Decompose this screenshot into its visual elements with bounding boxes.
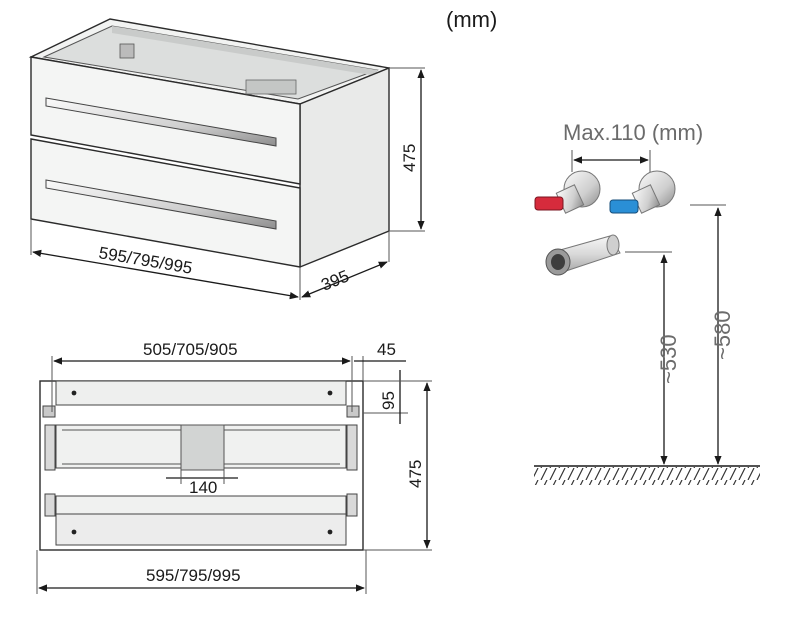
cold-valve-handle xyxy=(609,199,639,214)
side-offset-label: 45 xyxy=(377,340,396,359)
hot-valve-handle xyxy=(534,196,564,211)
cabinet-section-view: 505/705/905 45 95 140 475 595/795/995 xyxy=(36,340,432,594)
cabinet-width-label: 595/795/995 xyxy=(97,243,193,278)
section-top-rail xyxy=(55,380,347,406)
section-width-label: 595/795/995 xyxy=(146,566,241,585)
inner-bracket-left xyxy=(119,43,135,59)
left-top-bracket xyxy=(42,405,56,418)
right-upper-runner xyxy=(346,424,358,471)
cabinet-side-panel xyxy=(299,66,390,269)
right-top-bracket xyxy=(346,405,360,418)
drain-height-label: ~530 xyxy=(656,334,681,384)
cold-water-valve xyxy=(609,170,676,214)
section-bottom-rail xyxy=(55,513,347,546)
inner-bracket-right xyxy=(245,79,297,95)
hot-water-valve xyxy=(534,170,601,214)
cabinet-inner-back xyxy=(112,26,377,76)
floor-hatch xyxy=(534,467,760,485)
left-lower-runner xyxy=(44,493,56,517)
drain-pipe xyxy=(545,234,621,276)
left-upper-runner xyxy=(44,424,56,471)
valve-spacing-label: Max.110 (mm) xyxy=(563,120,703,145)
right-lower-runner xyxy=(346,493,358,517)
supply-height-label: ~580 xyxy=(710,310,735,360)
upper-drawer-handle xyxy=(45,97,277,147)
width-dimension-line xyxy=(32,249,299,300)
unit-label: (mm) xyxy=(446,7,497,32)
section-height-label: 475 xyxy=(406,460,425,488)
cutout-width-label: 140 xyxy=(189,478,217,497)
plumbing-diagram: Max.110 (mm) ~530 ~580 xyxy=(534,120,760,485)
depth-offset-label: 95 xyxy=(379,391,398,410)
siphon-cutout xyxy=(180,424,225,471)
cabinet-height-label: 475 xyxy=(400,144,419,172)
cabinet-depth-label: 395 xyxy=(318,266,351,294)
lower-drawer-handle xyxy=(45,179,277,230)
depth-dimension-line xyxy=(301,261,388,298)
cabinet-3d-view: 595/795/995 395 475 xyxy=(28,18,425,300)
inner-width-label: 505/705/905 xyxy=(143,340,238,359)
lower-drawer-box xyxy=(55,495,347,515)
